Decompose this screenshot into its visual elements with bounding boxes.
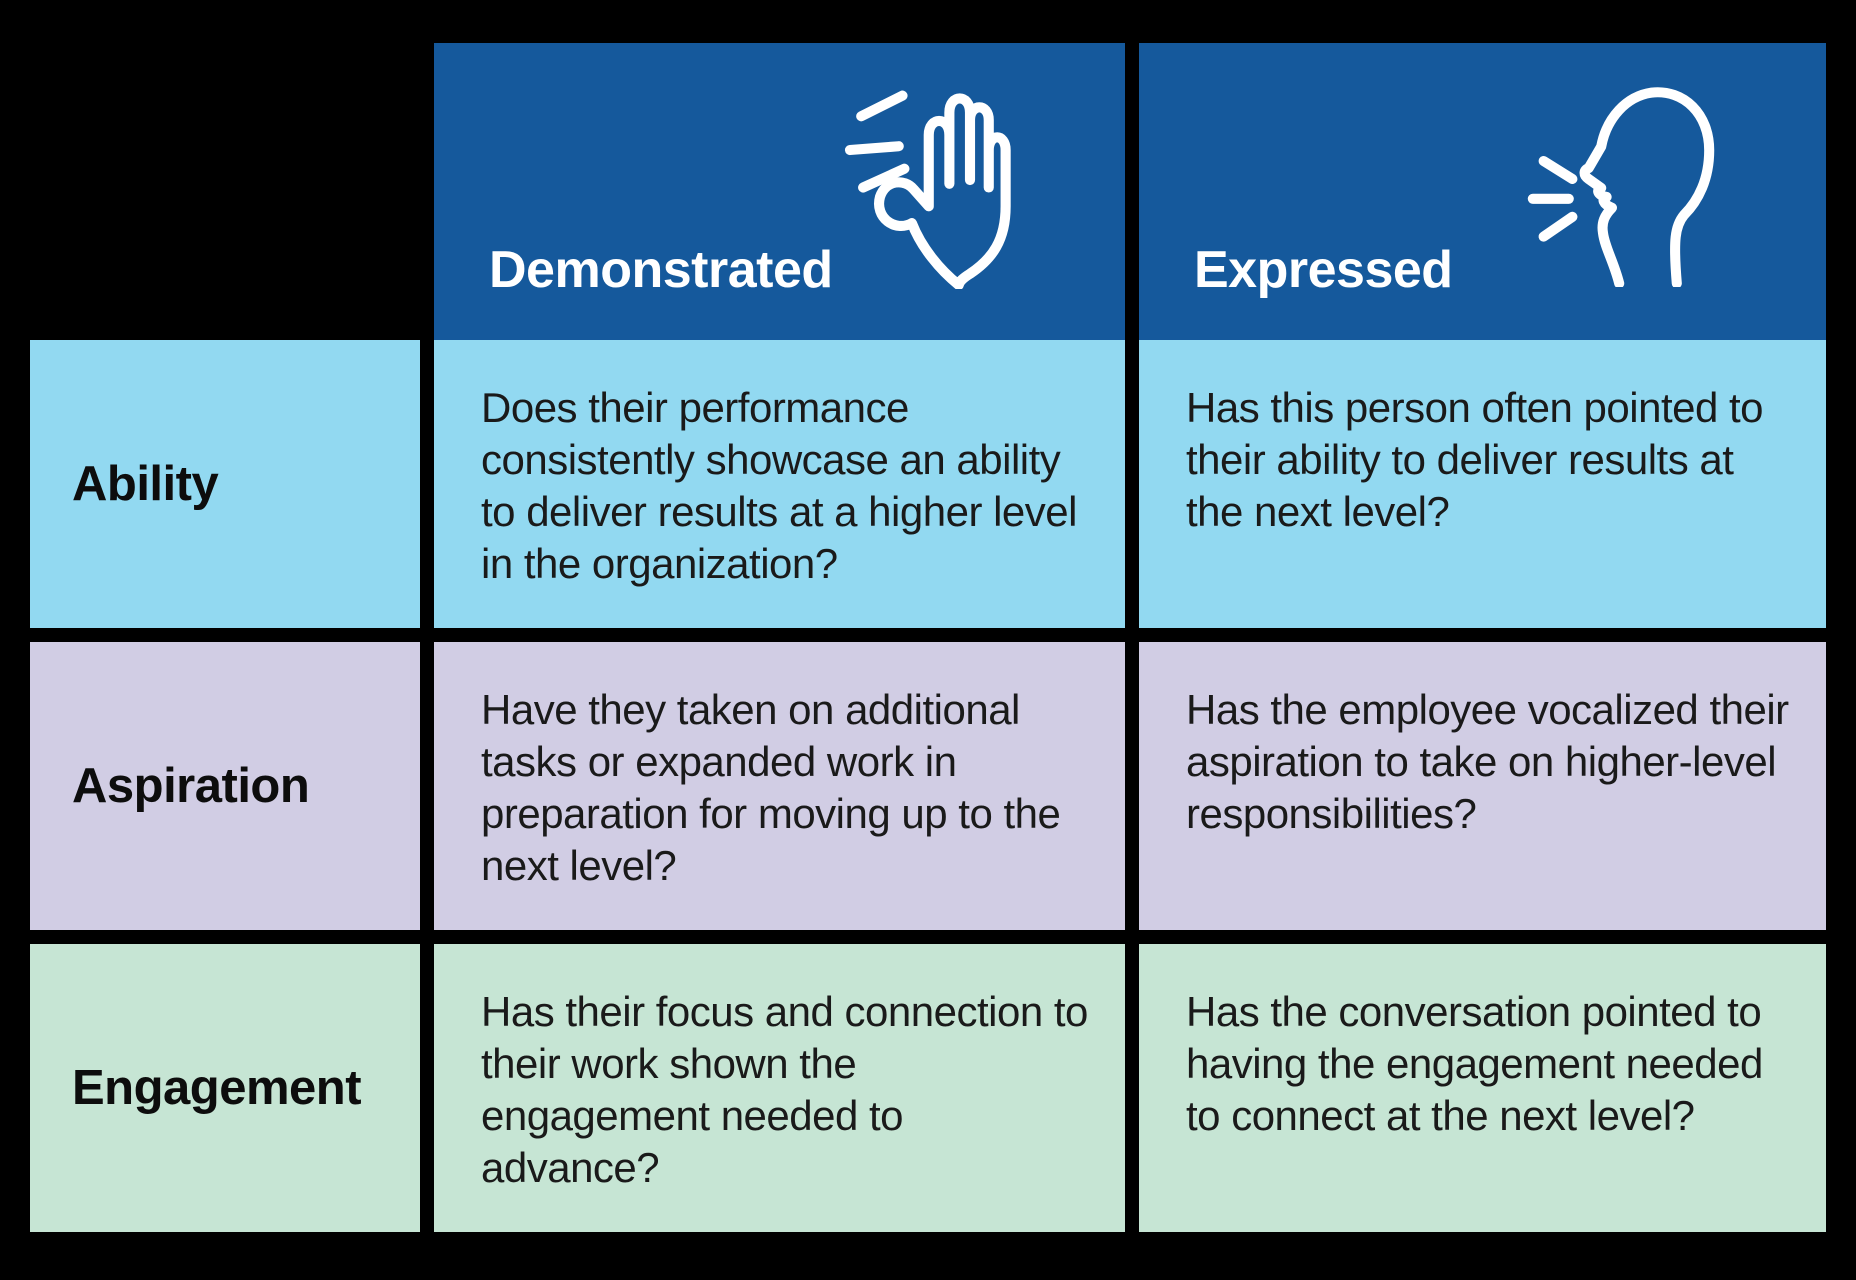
- column-header-label: Demonstrated: [489, 241, 833, 299]
- cell-text: Does their performance consistently show…: [481, 384, 1077, 587]
- row-header-label: Aspiration: [72, 759, 310, 813]
- row-header-label: Ability: [72, 457, 219, 511]
- cell-aspiration-expressed: Has the employee vocalized their aspirat…: [1139, 642, 1826, 930]
- cell-ability-demonstrated: Does their performance consistently show…: [434, 340, 1125, 628]
- row-header-ability: Ability: [30, 340, 420, 628]
- column-header-label: Expressed: [1194, 241, 1453, 299]
- cell-ability-expressed: Has this person often pointed to their a…: [1139, 340, 1826, 628]
- cell-text: Has this person often pointed to their a…: [1186, 384, 1764, 535]
- cell-engagement-demonstrated: Has their focus and connection to their …: [434, 944, 1125, 1232]
- column-header-expressed: Expressed: [1139, 43, 1826, 340]
- row-header-aspiration: Aspiration: [30, 642, 420, 930]
- speaking-head-icon: [1527, 87, 1715, 287]
- cell-text: Has the employee vocalized their aspirat…: [1186, 686, 1789, 837]
- cell-text: Have they taken on additional tasks or e…: [481, 686, 1061, 889]
- corner-spacer: [30, 43, 420, 326]
- row-header-engagement: Engagement: [30, 944, 420, 1232]
- row-header-label: Engagement: [72, 1061, 362, 1115]
- cell-aspiration-demonstrated: Have they taken on additional tasks or e…: [434, 642, 1125, 930]
- cell-engagement-expressed: Has the conversation pointed to having t…: [1139, 944, 1826, 1232]
- matrix-grid: Demonstrated Expressed Ability: [30, 43, 1826, 1232]
- cell-text: Has the conversation pointed to having t…: [1186, 988, 1763, 1139]
- cell-text: Has their focus and connection to their …: [481, 988, 1088, 1191]
- column-header-demonstrated: Demonstrated: [434, 43, 1125, 340]
- waving-hand-icon: [844, 90, 1011, 289]
